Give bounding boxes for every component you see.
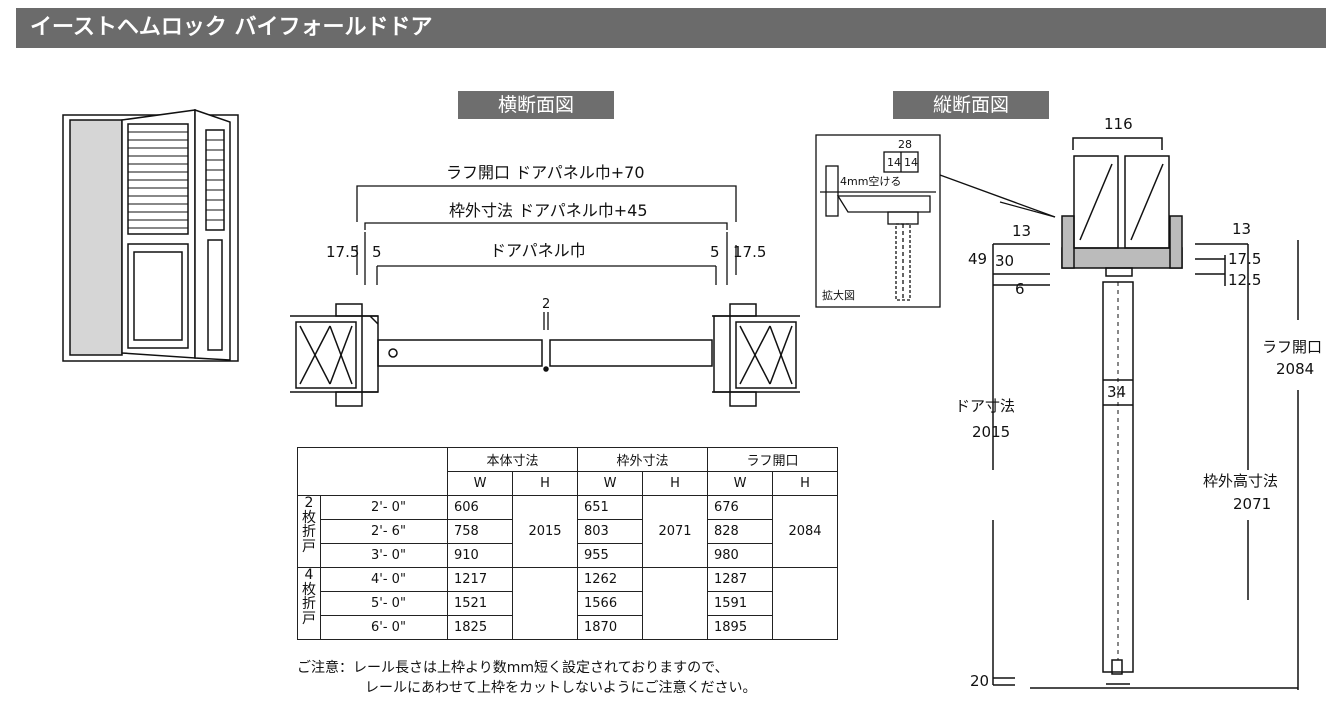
table-row: 6'- 0" 1825 1870 1895	[298, 615, 838, 640]
zoom-dim-28: 28	[898, 138, 912, 151]
dim-6: 6	[1015, 280, 1025, 298]
horizontal-section-tag: 横断面図	[458, 91, 614, 119]
panel-width-label: ドアパネル巾	[490, 241, 586, 260]
table-row: 4 枚 折 戸 4'- 0" 1217 1262 1287	[297, 567, 838, 640]
header-body: 本体寸法	[447, 447, 578, 472]
zoom-gap-note: 4mm空ける	[840, 175, 902, 188]
dim-13-left: 13	[1012, 222, 1032, 240]
table-row: 2 枚 折 戸 2'- 0" 606 2015 651 2071 676 208…	[297, 495, 838, 568]
header-rough: ラフ開口	[707, 447, 838, 472]
group-2-panels: 2 枚 折 戸	[297, 495, 321, 568]
caution-note: ご注意：レール長さは上枠より数mm短く設定されておりますので、 レールにあわせて…	[297, 658, 756, 698]
horizontal-section	[290, 303, 800, 407]
dim-34: 34	[1107, 383, 1127, 401]
dim-gap: 2	[542, 297, 551, 312]
vertical-section-tag: 縦断面図	[893, 91, 1049, 119]
dim-left-17-5: 17.5	[326, 243, 360, 261]
frame-height-value: 2071	[1233, 495, 1272, 513]
spec-table: 本体寸法 枠外寸法 ラフ開口 W H W H W H 2 枚 折 戸 2'- 0…	[297, 447, 838, 640]
rough-opening-v-label: ラフ開口	[1262, 338, 1323, 356]
dim-49: 49	[968, 250, 988, 268]
rough-opening-label: ラフ開口 ドアパネル巾+70	[446, 163, 645, 182]
horizontal-dimensions	[356, 185, 737, 330]
dim-left-5: 5	[372, 243, 382, 261]
dim-right-5: 5	[710, 243, 720, 261]
dim-17-5: 17.5	[1228, 250, 1262, 268]
dim-20: 20	[970, 672, 990, 690]
table-row: 2'- 6" 758 803 828	[298, 519, 838, 544]
dim-13-right: 13	[1232, 220, 1252, 238]
page-title: イーストヘムロック バイフォールドドア	[16, 8, 1326, 48]
zoom-caption: 拡大図	[822, 289, 855, 302]
dim-12-5: 12.5	[1228, 271, 1262, 289]
door-size-value: 2015	[972, 423, 1011, 441]
door-illustration	[62, 108, 239, 362]
dim-right-17-5: 17.5	[733, 243, 767, 261]
caution-line-2: レールにあわせて上枠をカットしないようにご注意ください。	[365, 680, 757, 696]
zoom-dim-14b: 14	[904, 156, 918, 169]
frame-height-label: 枠外高寸法	[1203, 472, 1279, 490]
caution-line-1: ご注意：レール長さは上枠より数mm短く設定されておりますので、	[297, 660, 729, 676]
dim-30: 30	[995, 252, 1015, 270]
frame-outer-label: 枠外寸法 ドアパネル巾+45	[449, 201, 648, 220]
rough-opening-v-value: 2084	[1276, 360, 1315, 378]
group-4-panels: 4 枚 折 戸	[297, 567, 321, 640]
door-size-label: ドア寸法	[955, 397, 1016, 415]
vertical-section	[992, 137, 1299, 690]
zoom-detail	[815, 134, 1056, 308]
dim-116: 116	[1104, 115, 1133, 133]
zoom-dim-14a: 14	[887, 156, 901, 169]
header-frame: 枠外寸法	[577, 447, 708, 472]
